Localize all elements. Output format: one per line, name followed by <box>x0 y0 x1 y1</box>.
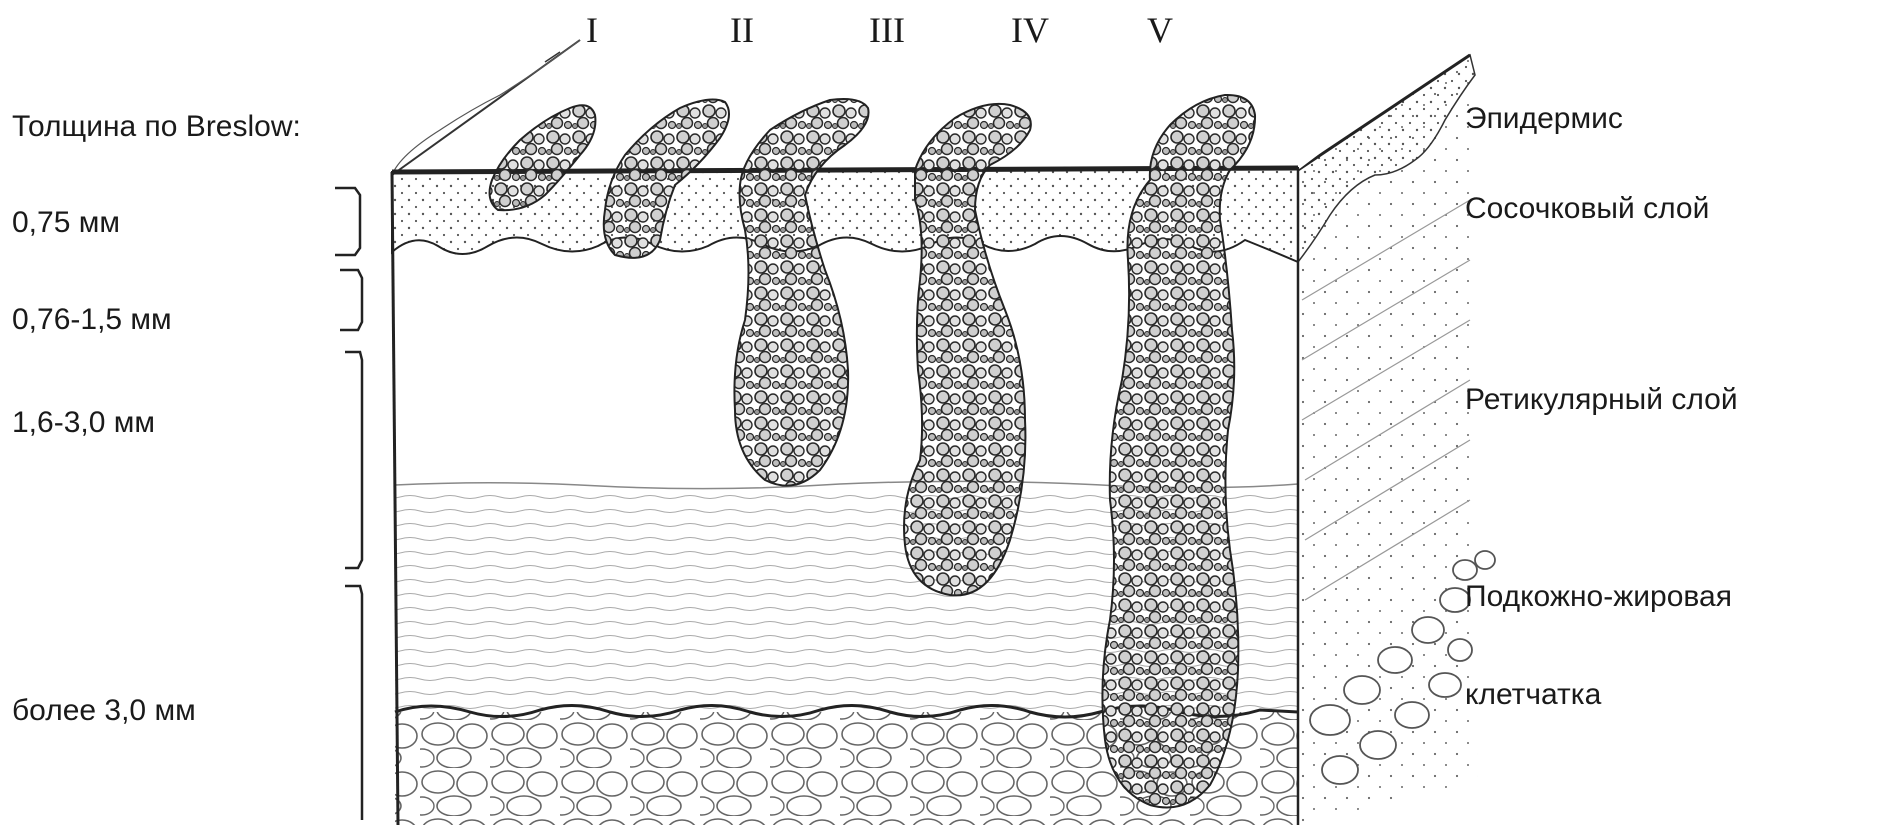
level-label-III: III <box>869 12 905 48</box>
level-label-II: II <box>730 12 754 48</box>
layer-label-reticular: Ретикулярный слой <box>1465 385 1738 415</box>
layer-label-subcutaneous-1: Подкожно-жировая <box>1465 582 1732 612</box>
breslow-range-3: 1,6-3,0 мм <box>12 408 155 438</box>
layer-label-subcutaneous-2: клетчатка <box>1465 680 1601 710</box>
layer-label-epidermis: Эпидермис <box>1465 104 1623 134</box>
layer-label-papillary: Сосочковый слой <box>1465 194 1709 224</box>
level-label-IV: IV <box>1011 12 1049 48</box>
level-label-I: I <box>586 12 598 48</box>
level-label-V: V <box>1147 12 1173 48</box>
breslow-brackets <box>335 188 362 820</box>
breslow-title: Толщина по Breslow: <box>12 112 301 142</box>
breslow-range-1: 0,75 мм <box>12 208 120 238</box>
breslow-range-2: 0,76-1,5 мм <box>12 305 172 335</box>
breslow-range-4: более 3,0 мм <box>12 696 196 726</box>
